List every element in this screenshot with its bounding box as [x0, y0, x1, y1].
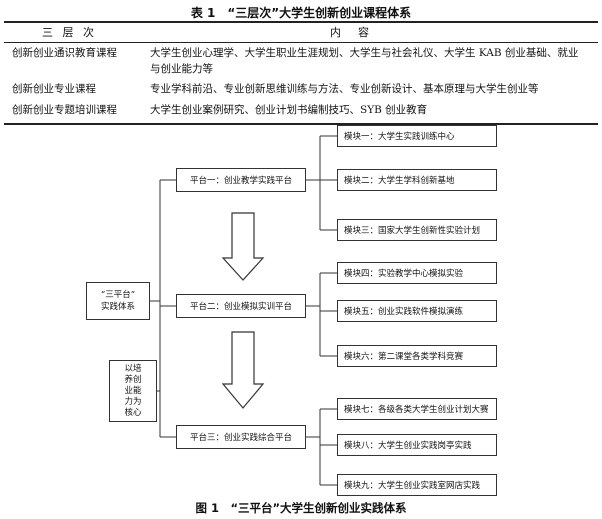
- system-box-line2: 实践体系: [100, 302, 135, 312]
- table-row-3-level: 创新创业专题培训课程: [12, 104, 117, 116]
- down-arrow-2: [221, 331, 265, 409]
- module-8-box: 模块八：大学生创业实践岗亭实践: [337, 434, 497, 456]
- module-5-box: 模块五：创业实践软件模拟演练: [337, 300, 497, 322]
- core-box-line1: 以培: [124, 363, 142, 374]
- module-4-box: 模块四：实验教学中心模拟实验: [337, 262, 497, 284]
- core-box-line5: 核心: [124, 407, 142, 418]
- core-competence-box: 以培 养创 业能 力为 核心: [109, 360, 157, 422]
- module-7-box: 模块七：各级各类大学生创业计划大赛: [337, 398, 497, 420]
- module-6-box: 模块六：第二课堂各类学科竞赛: [337, 345, 497, 367]
- table-row-1-content-line1: 大学生创业心理学、大学生职业生涯规划、大学生与社会礼仪、大学生 KAB 创业基础…: [150, 47, 579, 59]
- platform-2-box: 平台二：创业模拟实训平台: [176, 294, 306, 318]
- table-header-rule: [4, 42, 598, 43]
- core-box-line4: 力为: [124, 396, 142, 407]
- three-platform-system-box: “三平台” 实践体系: [86, 282, 150, 320]
- down-arrow-1: [221, 212, 265, 281]
- table-header-level: 三 层 次: [42, 26, 97, 39]
- table-row-2-content: 专业学科前沿、专业创新思维训练与方法、专业创新设计、基本原理与大学生创业等: [150, 83, 539, 95]
- table-title: 表 1 “三层次”大学生创新创业课程体系: [190, 6, 412, 20]
- core-box-line3: 业能: [124, 385, 142, 396]
- table-row-3-content: 大学生创业案例研究、创业计划书编制技巧、SYB 创业教育: [150, 104, 428, 116]
- platform-1-box: 平台一：创业教学实践平台: [176, 168, 306, 192]
- table-header-content: 内 容: [330, 26, 372, 39]
- module-2-box: 模块二：大学生学科创新基地: [337, 169, 497, 191]
- module-9-box: 模块九：大学生创业实践室网店实践: [337, 474, 497, 496]
- core-box-line2: 养创: [124, 374, 142, 385]
- module-1-box: 模块一：大学生实践训练中心: [337, 125, 497, 147]
- table-row-2-level: 创新创业专业课程: [12, 83, 96, 95]
- module-3-box: 模块三：国家大学生创新性实验计划: [337, 219, 497, 241]
- table-row-1-level: 创新创业通识教育课程: [12, 47, 117, 59]
- platform-3-box: 平台三：创业实践综合平台: [176, 425, 306, 449]
- table-top-rule: [4, 21, 598, 23]
- system-box-line1: “三平台”: [100, 290, 136, 300]
- figure-caption: 图 1 “三平台”大学生创新创业实践体系: [195, 501, 407, 515]
- table-row-1-content-line2: 与创业能力等: [150, 63, 213, 75]
- table-bottom-rule: [4, 123, 598, 125]
